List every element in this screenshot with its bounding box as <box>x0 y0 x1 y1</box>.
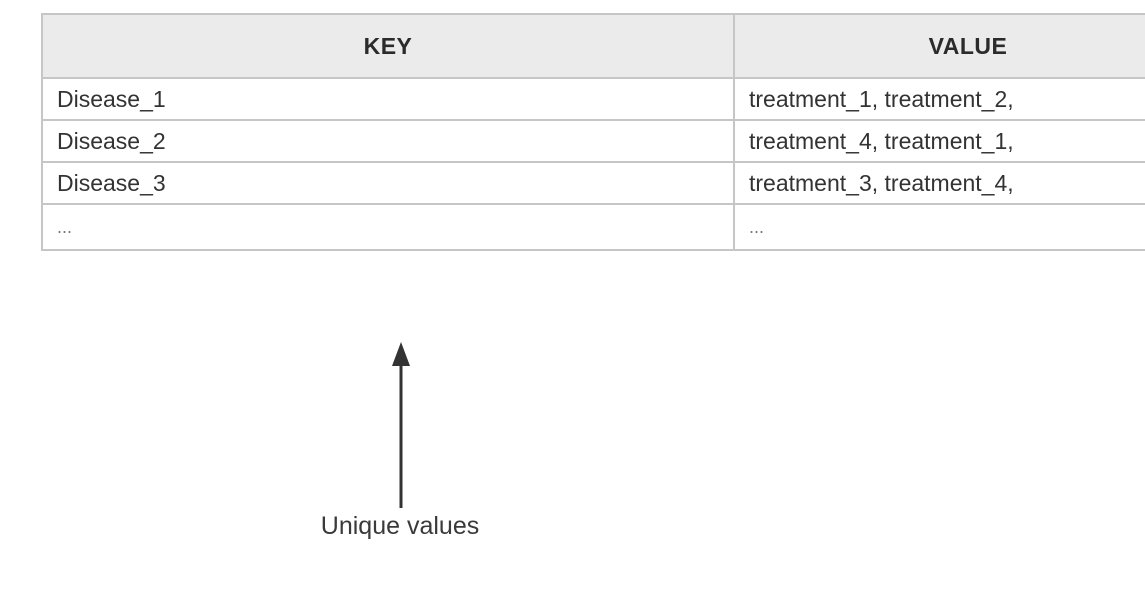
value-cell: treatment_1, treatment_2, <box>733 77 1145 121</box>
key-cell: Disease_2 <box>41 119 735 163</box>
value-cell: treatment_4, treatment_1, <box>733 119 1145 163</box>
table-row: Disease_1 treatment_1, treatment_2, <box>41 77 1145 121</box>
arrow-head <box>392 342 410 366</box>
table-row-ellipsis: ... ... <box>41 203 1145 251</box>
key-cell: Disease_3 <box>41 161 735 205</box>
table-header-row: KEY VALUE <box>41 13 1145 79</box>
unique-values-caption: Unique values <box>320 512 480 540</box>
pointer-arrow <box>392 342 410 508</box>
value-column-header: VALUE <box>733 13 1145 79</box>
table-row: Disease_2 treatment_4, treatment_1, <box>41 119 1145 163</box>
value-cell-ellipsis: ... <box>733 203 1145 251</box>
value-cell: treatment_3, treatment_4, <box>733 161 1145 205</box>
key-cell: Disease_1 <box>41 77 735 121</box>
key-cell-ellipsis: ... <box>41 203 735 251</box>
key-value-table: KEY VALUE Disease_1 treatment_1, treatme… <box>41 13 1145 251</box>
table-row: Disease_3 treatment_3, treatment_4, <box>41 161 1145 205</box>
key-column-header: KEY <box>41 13 735 79</box>
